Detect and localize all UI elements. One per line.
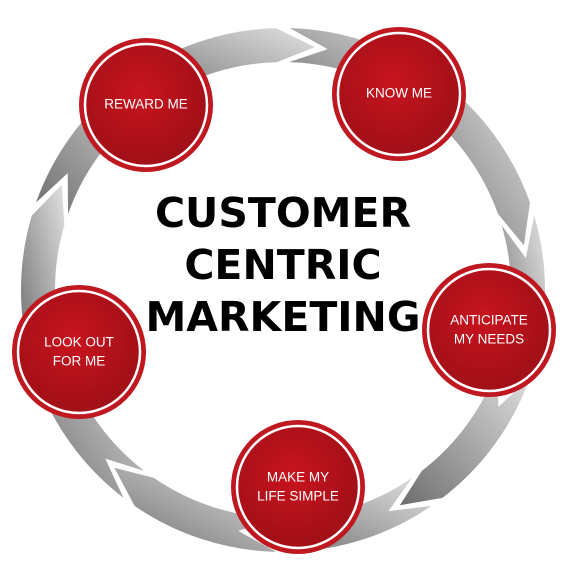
node-inner-ring	[426, 267, 552, 393]
node-make-my-life-simple: MAKE MY LIFE SIMPLE	[231, 420, 365, 554]
node-anticipate-my-needs: ANTICIPATE MY NEEDS	[422, 263, 556, 397]
center-title-line-2: CENTRIC	[184, 241, 381, 289]
node-fill	[238, 427, 358, 547]
node-label-line-2: LIFE SIMPLE	[257, 489, 339, 504]
node-fill	[86, 45, 206, 165]
node-know-me: KNOW ME	[332, 27, 466, 161]
center-title-line-1: CUSTOMER	[155, 189, 411, 237]
node-inner-ring	[235, 424, 361, 550]
node-label-line-1: LOOK OUT	[44, 335, 114, 350]
cycle-arrow-segment	[399, 366, 530, 506]
node-inner-ring	[336, 31, 462, 157]
node-fill	[19, 292, 139, 412]
cycle-nodes: KNOW ME ANTICIPATE MY NEEDS MAKE MY LIFE…	[12, 27, 556, 554]
node-look-out-for-me: LOOK OUT FOR ME	[12, 285, 146, 419]
center-title-line-3: MARKETING	[145, 293, 420, 341]
node-inner-ring	[83, 42, 209, 168]
node-label-line-1: KNOW ME	[366, 86, 432, 101]
node-label-line-1: ANTICIPATE	[450, 313, 528, 328]
center-title: CUSTOMER CENTRIC MARKETING	[145, 189, 420, 341]
node-fill	[339, 34, 459, 154]
node-inner-ring	[16, 289, 142, 415]
node-label-line-2: FOR ME	[53, 354, 106, 369]
node-label-line-1: MAKE MY	[267, 470, 329, 485]
node-reward-me: REWARD ME	[79, 38, 213, 172]
node-label-line-2: MY NEEDS	[454, 332, 524, 347]
cycle-arrow-segment	[114, 467, 278, 552]
node-label-line-1: REWARD ME	[104, 97, 188, 112]
node-fill	[429, 270, 549, 390]
